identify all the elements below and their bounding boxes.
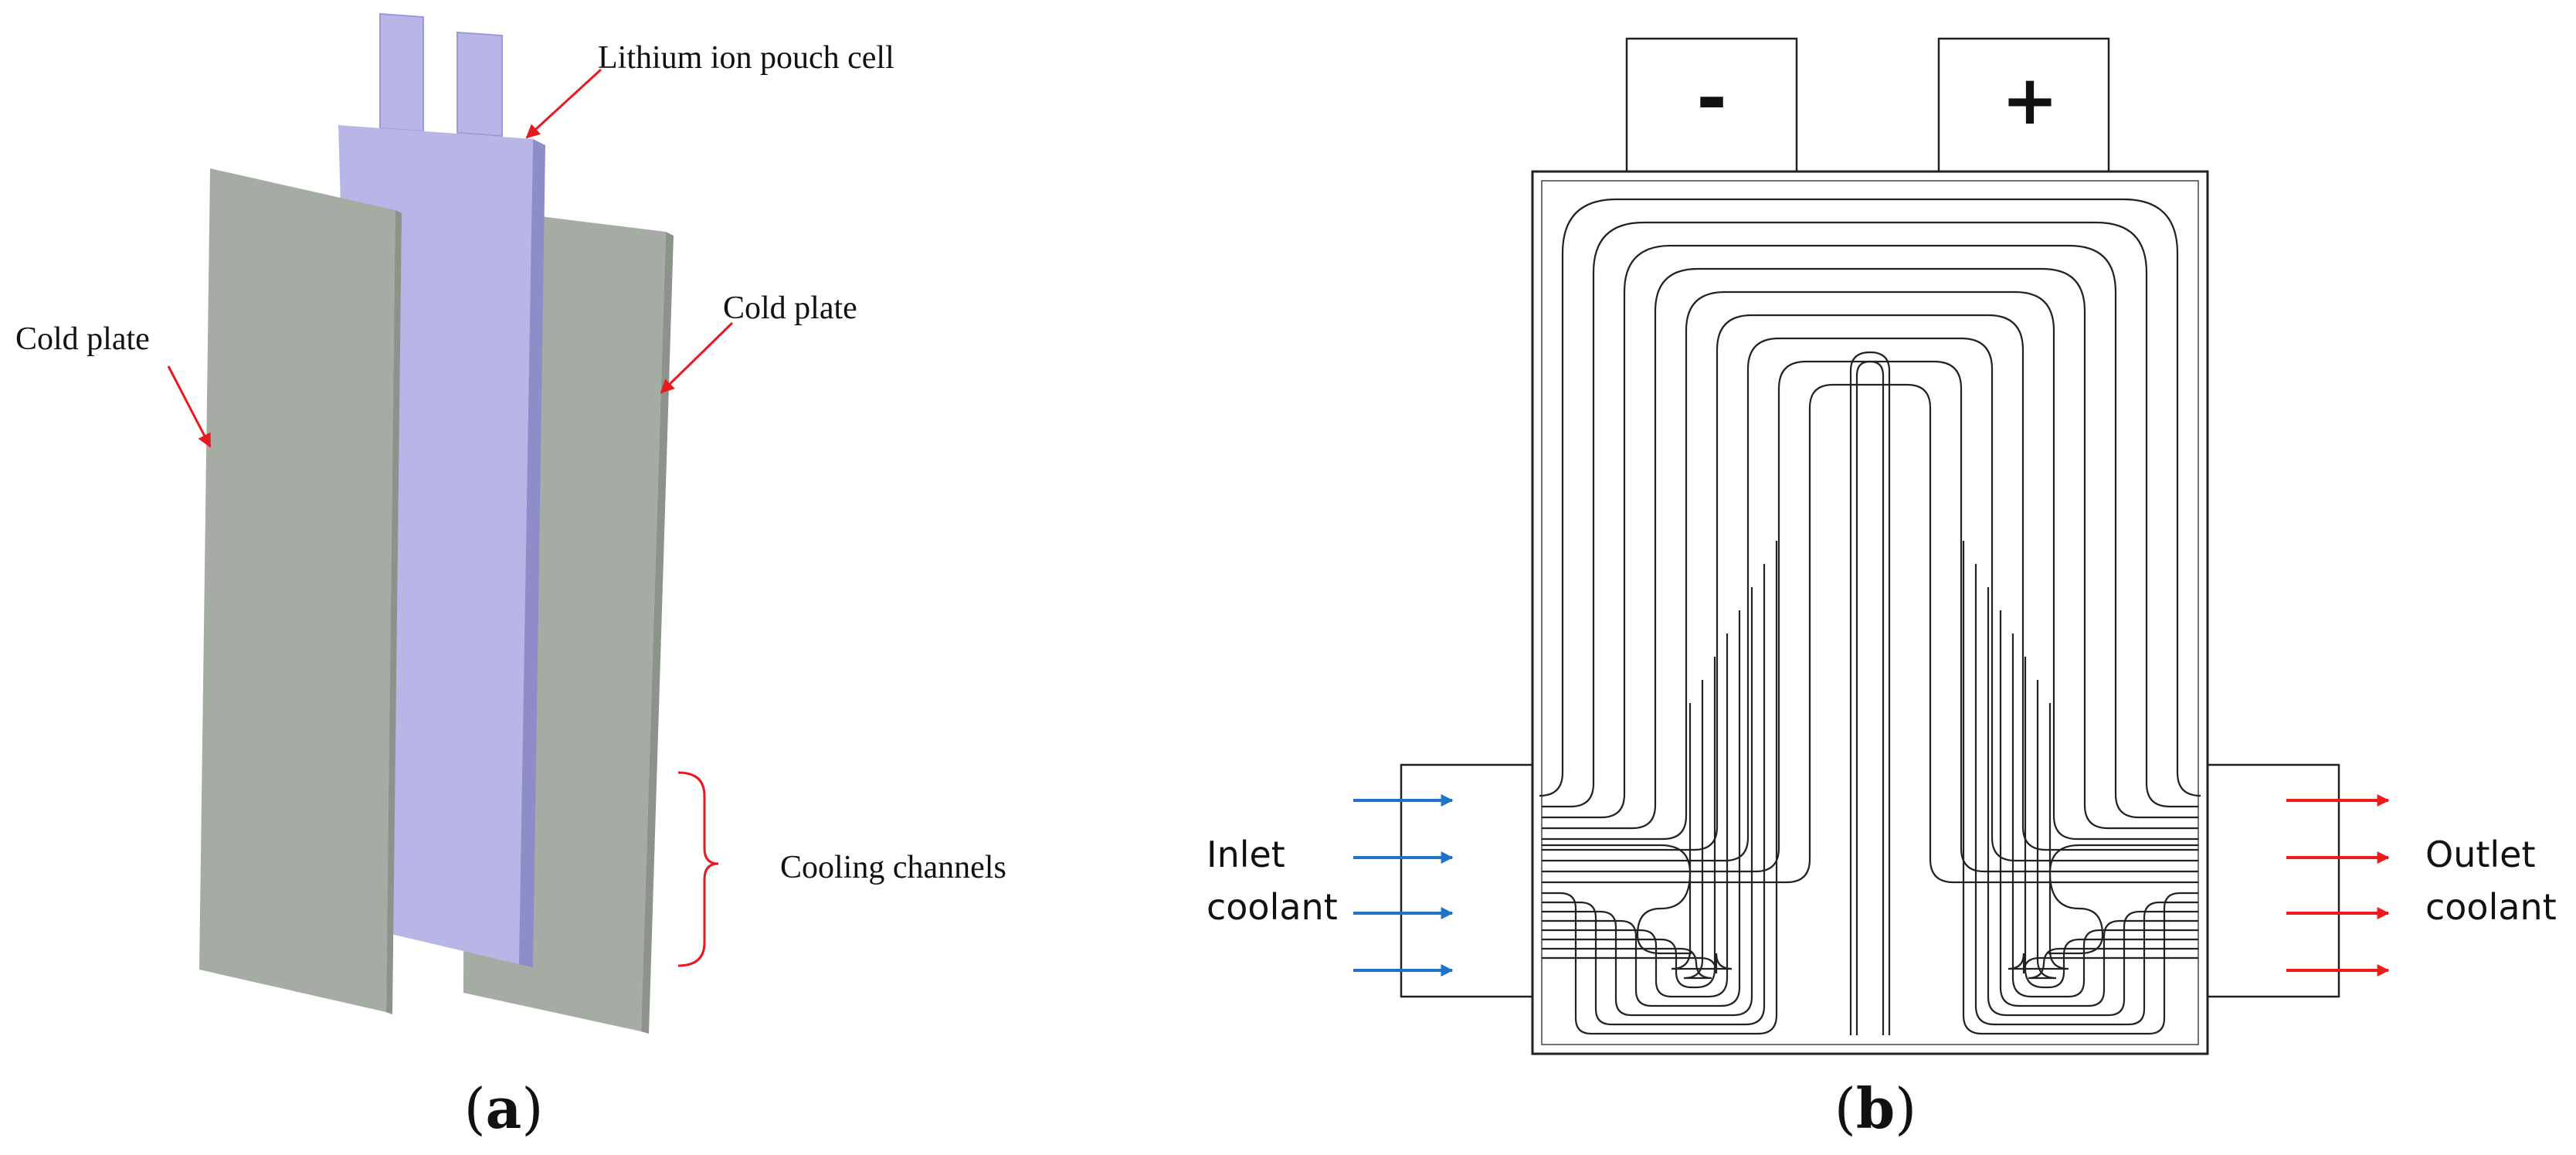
channel-lower-left-5	[1542, 634, 1729, 998]
channel-loop-6	[1542, 314, 2198, 851]
panel-a-caption-close: )	[521, 1076, 543, 1141]
pouch-cell-label: Lithium ion pouch cell	[598, 40, 894, 76]
cooling-channel-paths	[1539, 198, 2201, 1035]
panel-a-caption-letter: a	[486, 1075, 522, 1141]
channel-lower-left-4	[1542, 610, 1741, 1007]
channel-loop-2	[1542, 221, 2198, 808]
cold-plate-body	[1531, 170, 2209, 1055]
channel-lower-right-6	[2024, 657, 2198, 989]
panel-a-caption: (a)	[464, 1075, 544, 1141]
cooling-channels-label: Cooling channels	[780, 850, 1006, 885]
channel-loop-5	[1542, 290, 2198, 841]
outlet-label-line1: Outlet	[2425, 834, 2536, 875]
channel-lower-left-3	[1542, 587, 1753, 1017]
cold-plate-left-arrow	[167, 365, 212, 448]
panel-a-caption-open: (	[464, 1076, 486, 1141]
channel-loop-9	[1542, 383, 2198, 884]
channel-loop-3	[1542, 244, 2198, 819]
channel-lower-left-1	[1542, 541, 1778, 1035]
inlet-arrows	[1353, 794, 1454, 977]
panel-b-caption: (b)	[1834, 1075, 1917, 1141]
channel-lower-right-5	[2011, 634, 2198, 998]
channel-lower-right-2	[1974, 564, 2198, 1026]
channel-lower-right-8	[2008, 703, 2198, 974]
positive-terminal-symbol: +	[2001, 60, 2058, 140]
panel-b-caption-open: (	[1834, 1076, 1856, 1141]
channel-lower-right-4	[1999, 610, 2198, 1007]
channel-lower-left-2	[1542, 564, 1766, 1026]
negative-terminal-symbol: -	[1696, 55, 1727, 141]
pouch-tab-right	[456, 31, 503, 138]
channel-lower-right-7	[2028, 680, 2198, 980]
panel-b: - + Inlet coolant Outlet coolant	[1207, 37, 2557, 1141]
channel-lower-right-3	[1987, 587, 2198, 1017]
panel-b-caption-close: )	[1895, 1076, 1916, 1141]
channel-lower-left-7	[1542, 680, 1712, 980]
channel-center-loop	[1855, 360, 1885, 1035]
cold-plate-right-label: Cold plate	[723, 290, 857, 326]
channel-loop-1	[1539, 198, 2201, 797]
cold-plate-right-arrow	[660, 321, 734, 394]
cooling-channels-brace	[677, 771, 719, 967]
channel-loop-4	[1542, 267, 2198, 830]
channel-lower-left-6	[1542, 657, 1716, 989]
positive-terminal	[1937, 37, 2110, 173]
outlet-label-line2: coolant	[2425, 886, 2557, 928]
channel-lower-right-1	[1962, 541, 2198, 1035]
channel-center-loop-outer	[1849, 351, 1891, 1035]
cold-plate-left-label: Cold plate	[15, 321, 150, 357]
cold-plate-left	[199, 168, 402, 1014]
pouch-tab-left	[379, 12, 424, 133]
outlet-arrows	[2286, 794, 2390, 977]
inlet-label-line2: coolant	[1207, 886, 1338, 928]
channel-loop-7	[1542, 337, 2198, 862]
pouch-cell-arrow	[525, 68, 602, 139]
channel-lower-left-8	[1542, 703, 1733, 974]
cold-plate-inner-border	[1541, 180, 2199, 1045]
inlet-label-line1: Inlet	[1207, 834, 1285, 875]
channel-hook-left	[1542, 844, 1692, 955]
panel-b-caption-letter: b	[1856, 1075, 1895, 1141]
negative-terminal	[1625, 37, 1798, 173]
inlet-manifold	[1400, 763, 1536, 998]
channel-hook-right	[2048, 844, 2198, 955]
panel-a: Lithium ion pouch cell Cold plate Cold p…	[15, 12, 1006, 1141]
